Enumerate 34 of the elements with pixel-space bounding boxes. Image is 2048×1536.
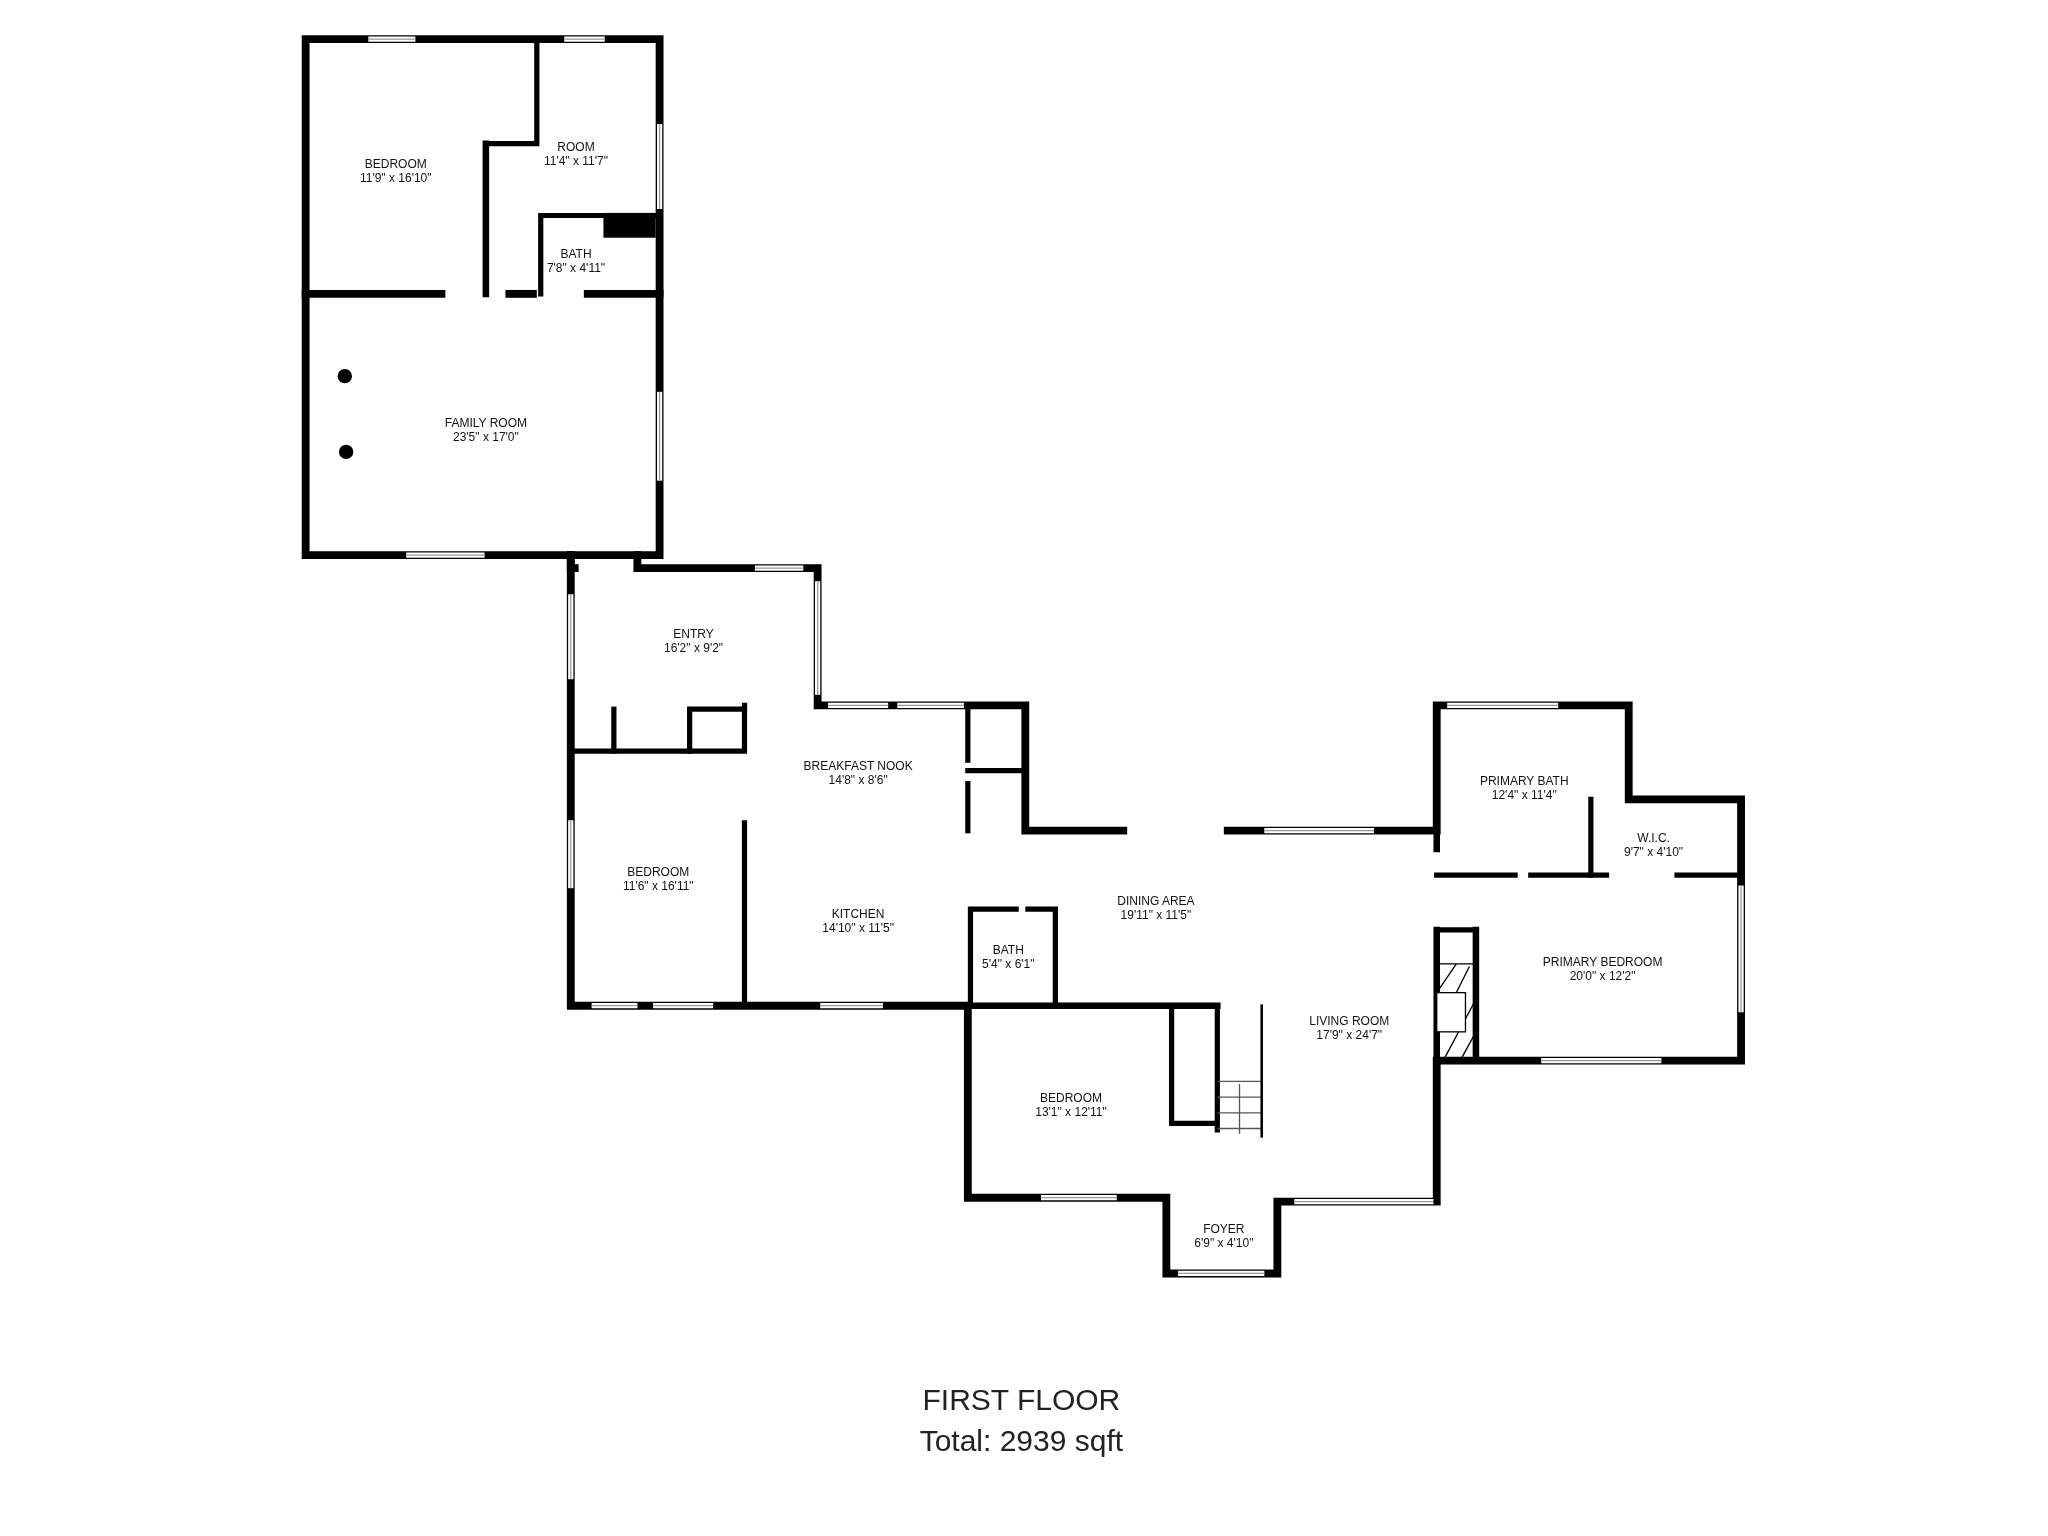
room-name: PRIMARY BEDROOM bbox=[1542, 955, 1663, 970]
room-dimensions: 11'6" x 16'11" bbox=[622, 879, 694, 893]
floor-area-caption: Total: 2939 sqft bbox=[919, 1423, 1124, 1458]
room-dimensions: 7'8" x 4'11" bbox=[546, 261, 606, 276]
room-name: BEDROOM bbox=[626, 865, 691, 879]
room-dimensions: 9'7" x 4'10" bbox=[1624, 845, 1684, 860]
room-dimensions: 11'9" x 16'10" bbox=[359, 171, 432, 186]
room-dimensions: 14'8" x 8'6" bbox=[827, 773, 889, 788]
floor-title: FIRST FLOOR bbox=[922, 1383, 1121, 1418]
room-name: FAMILY ROOM bbox=[444, 415, 527, 430]
room-dimensions: 23'5" x 17'0" bbox=[451, 429, 520, 444]
room-name: BEDROOM bbox=[363, 157, 428, 172]
room-name: BEDROOM bbox=[1039, 1090, 1103, 1105]
room-name: BATH bbox=[559, 247, 593, 262]
room-dimensions: 20'0" x 12'2" bbox=[1568, 969, 1637, 984]
room-dimensions: 11'4" x 11'7" bbox=[544, 154, 608, 169]
room-name: LIVING ROOM bbox=[1309, 1013, 1390, 1028]
room-dimensions: 16'2" x 9'2" bbox=[664, 641, 724, 656]
room-dimensions: 5'4" x 6'1" bbox=[982, 957, 1035, 972]
room-name: W.I.C. bbox=[1636, 831, 1671, 846]
room-dimensions: 14'10" x 11'5" bbox=[822, 920, 894, 935]
room-name: KITCHEN bbox=[830, 906, 886, 921]
room-name: PRIMARY BATH bbox=[1479, 773, 1569, 788]
room-name: BATH bbox=[991, 943, 1025, 958]
room-dimensions: 12'4" x 11'4" bbox=[1490, 787, 1558, 802]
room-dimensions: 19'11" x 11'5" bbox=[1119, 907, 1193, 922]
room-dimensions: 17'9" x 24'7" bbox=[1315, 1027, 1384, 1042]
room-dimensions: 13'1" x 12'11" bbox=[1035, 1104, 1107, 1119]
room-name: BREAKFAST NOOK bbox=[803, 759, 913, 774]
room-dimensions: 6'9" x 4'10" bbox=[1194, 1235, 1254, 1250]
room-name: ROOM bbox=[556, 140, 596, 155]
room-name: FOYER bbox=[1202, 1221, 1246, 1236]
room-name: ENTRY bbox=[672, 627, 715, 642]
room-name: DINING AREA bbox=[1117, 893, 1195, 908]
